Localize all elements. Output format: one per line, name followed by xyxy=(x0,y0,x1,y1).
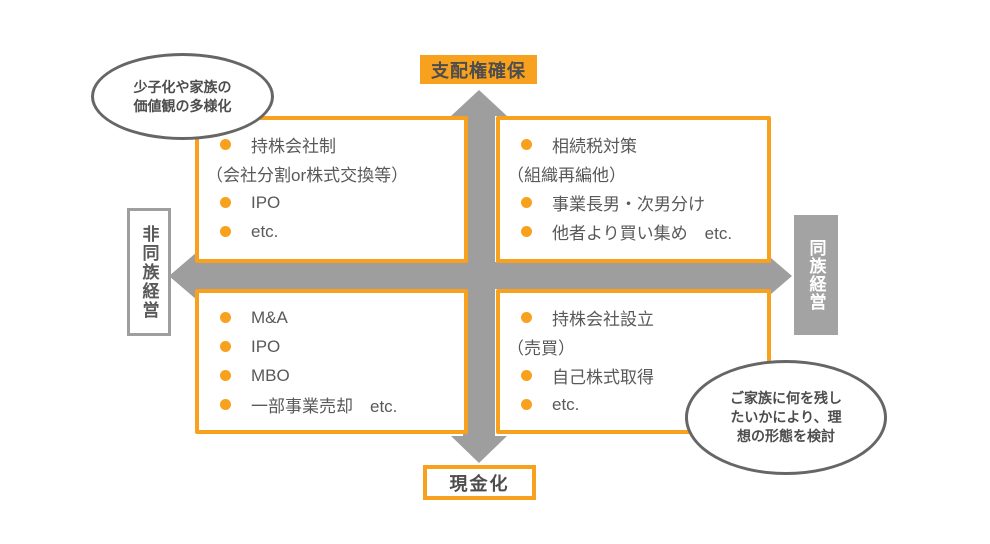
list-item-label: （売買） xyxy=(507,339,575,358)
list-item: （組織再編他） xyxy=(500,159,767,188)
bullet-icon xyxy=(206,130,251,159)
arrow-left-head-icon xyxy=(169,252,197,300)
axis-label-right: 同族経営 xyxy=(794,215,838,335)
bullet-icon xyxy=(507,390,552,419)
list-item: 他者より買い集め etc. xyxy=(500,217,767,246)
list-item: 自己株式取得 xyxy=(500,361,767,390)
bullet-icon xyxy=(206,188,251,217)
bullet-icon xyxy=(206,361,251,390)
callout-bottom-right: ご家族に何を残し たいかにより、理 想の形態を検討 xyxy=(685,360,887,475)
list-item: etc. xyxy=(199,217,464,246)
list-item-label: 一部事業売却 etc. xyxy=(251,397,398,416)
callout-line: たいかにより、理 xyxy=(730,409,842,425)
callout-line: 想の形態を検討 xyxy=(737,428,835,444)
quadrant-top-right: 相続税対策 （組織再編他） 事業長男・次男分け 他者より買い集め etc. xyxy=(496,116,771,263)
list-item-label: IPO xyxy=(251,192,281,212)
list-item-label: MBO xyxy=(251,365,290,385)
bullet-icon xyxy=(507,303,552,332)
arrow-down-head-icon xyxy=(451,436,507,463)
bullet-icon xyxy=(206,217,251,246)
list-item: （会社分割or株式交換等） xyxy=(199,159,464,188)
list-item-label: etc. xyxy=(251,221,279,241)
callout-line: 少子化や家族の xyxy=(133,78,232,95)
horizontal-axis-arrow xyxy=(196,262,767,289)
bullet-icon xyxy=(206,332,251,361)
bullet-icon xyxy=(507,188,552,217)
list-item-label: M&A xyxy=(251,307,288,327)
list-item: IPO xyxy=(199,332,464,361)
bullet-icon xyxy=(507,130,552,159)
quadrant-bottom-left: M&A IPO MBO 一部事業売却 etc. xyxy=(195,289,468,434)
list-item: IPO xyxy=(199,188,464,217)
list-item: MBO xyxy=(199,361,464,390)
callout-line: 価値観の多様化 xyxy=(133,97,232,114)
axis-label-bottom: 現金化 xyxy=(423,465,536,500)
list-item-label: IPO xyxy=(251,336,281,356)
list-item-label: 持株会社設立 xyxy=(552,310,654,329)
list-item-label: 自己株式取得 xyxy=(552,368,654,387)
quadrant-top-left: 持株会社制 （会社分割or株式交換等） IPO etc. xyxy=(195,116,468,263)
list-item-label: 他者より買い集め etc. xyxy=(552,224,733,243)
bullet-icon xyxy=(507,217,552,246)
callout-top-left: 少子化や家族の 価値観の多様化 xyxy=(91,53,274,140)
list-item: （売買） xyxy=(500,332,767,361)
list-item: etc. xyxy=(500,390,767,419)
arrow-up-head-icon xyxy=(451,90,507,116)
axis-label-top: 支配権確保 xyxy=(420,55,537,84)
list-item-label: （会社分割or株式交換等） xyxy=(206,166,409,185)
bullet-icon xyxy=(206,390,251,419)
list-item: 一部事業売却 etc. xyxy=(199,390,464,419)
list-item-label: etc. xyxy=(552,394,580,414)
list-item: 持株会社設立 xyxy=(500,303,767,332)
list-item-label: 持株会社制 xyxy=(251,137,336,156)
list-item: 相続税対策 xyxy=(500,130,767,159)
bullet-icon xyxy=(507,361,552,390)
list-item: 持株会社制 xyxy=(199,130,464,159)
list-item: M&A xyxy=(199,303,464,332)
bullet-icon xyxy=(206,303,251,332)
list-item: 事業長男・次男分け xyxy=(500,188,767,217)
list-item-label: 事業長男・次男分け xyxy=(552,195,705,214)
list-item-label: 相続税対策 xyxy=(552,137,637,156)
callout-line: ご家族に何を残し xyxy=(730,390,842,406)
list-item-label: （組織再編他） xyxy=(507,166,626,185)
axis-label-left: 非同族経営 xyxy=(127,208,171,336)
